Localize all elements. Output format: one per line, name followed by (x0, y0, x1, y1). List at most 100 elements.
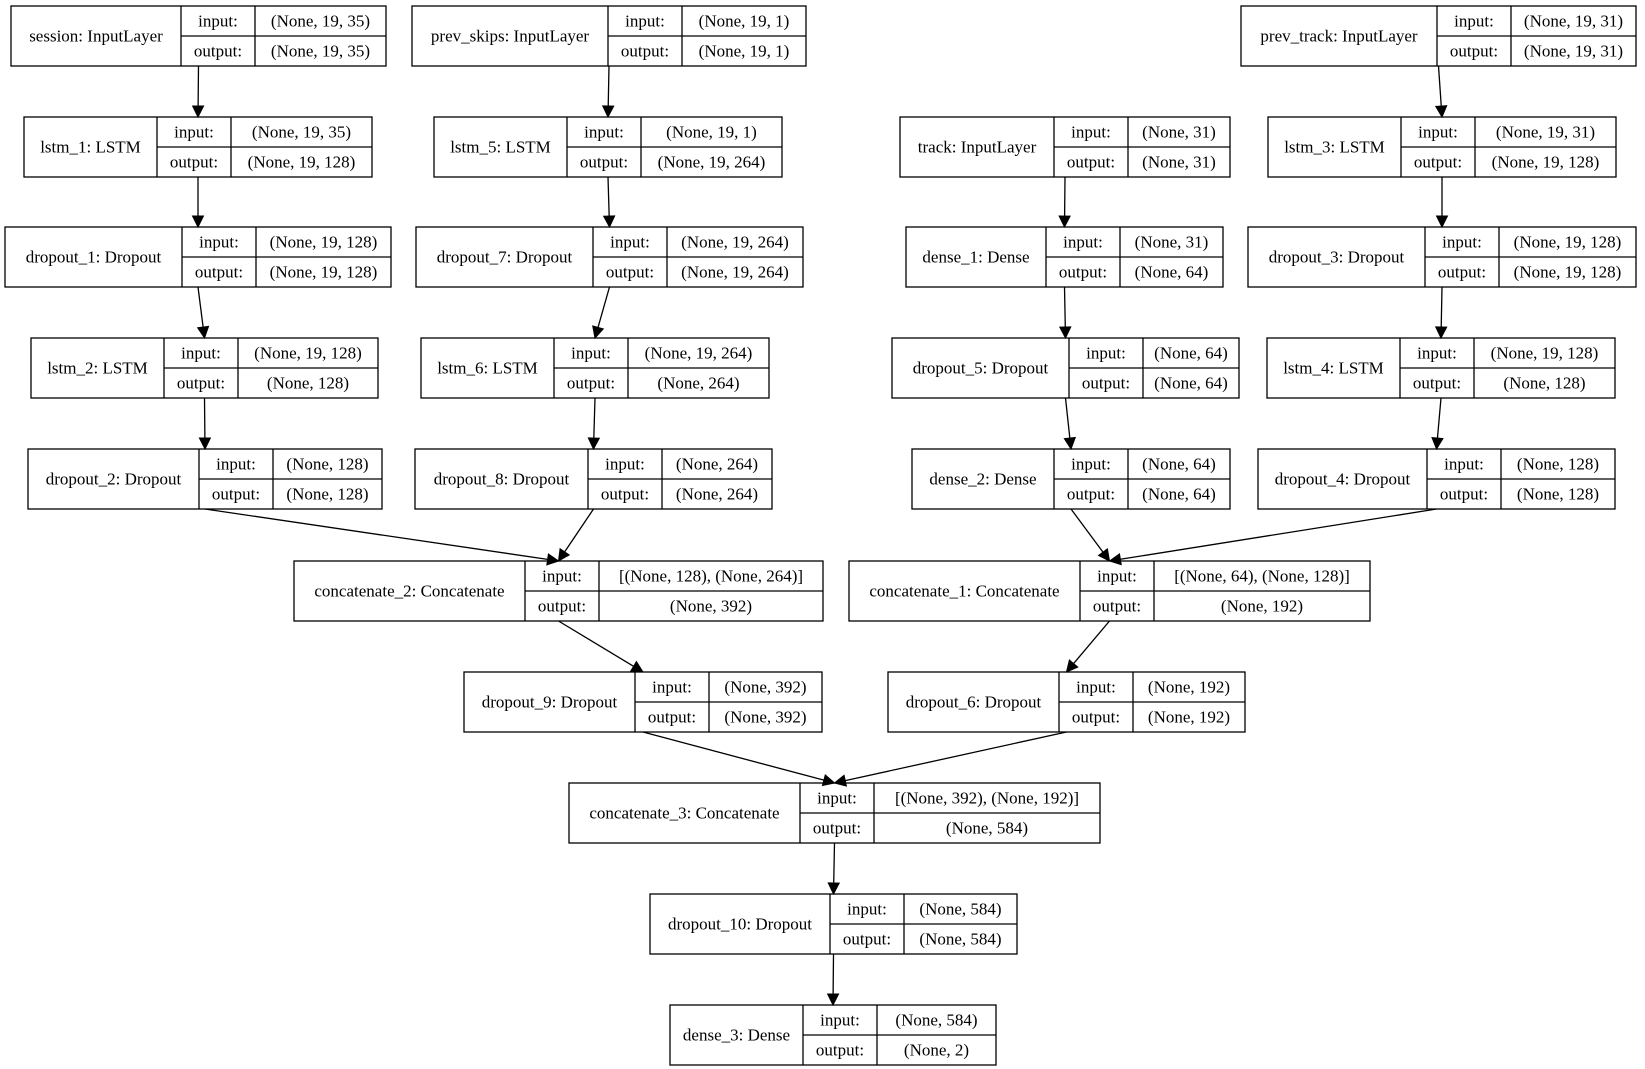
input-label: input: (584, 123, 624, 142)
arrow-head (198, 437, 212, 451)
output-shape: (None, 19, 264) (681, 263, 789, 282)
input-shape: (None, 19, 1) (699, 12, 790, 31)
edge-line (833, 842, 836, 884)
layer-name: dropout_2: Dropout (46, 470, 182, 489)
arrow-head (1434, 105, 1448, 119)
output-shape: (None, 584) (946, 819, 1028, 838)
input-label: input: (1071, 123, 1111, 142)
input-shape: (None, 64) (1142, 455, 1216, 474)
input-label: input: (542, 567, 582, 586)
input-shape: (None, 19, 31) (1496, 123, 1595, 142)
arrow-head (827, 882, 841, 896)
input-shape: (None, 128) (286, 455, 368, 474)
edge-line (1070, 508, 1104, 553)
input-shape: (None, 392) (724, 678, 806, 697)
output-label: output: (648, 708, 696, 727)
arrow-head (602, 215, 616, 229)
edge-dropout-10-to-dense-3 (826, 953, 840, 1007)
layer-name: concatenate_2: Concatenate (314, 582, 504, 601)
input-label: input: (1444, 455, 1484, 474)
input-label: input: (1442, 233, 1482, 252)
input-shape: (None, 19, 128) (1514, 233, 1622, 252)
arrow-head (546, 553, 560, 566)
edge-line (607, 176, 610, 217)
layer-name: lstm_5: LSTM (450, 138, 551, 157)
output-shape: (None, 64) (1154, 374, 1228, 393)
output-shape: (None, 19, 128) (248, 153, 356, 172)
layer-name: concatenate_3: Concatenate (589, 804, 779, 823)
input-shape: [(None, 64), (None, 128)] (1174, 567, 1350, 586)
edge-line (1440, 286, 1443, 328)
output-label: output: (1414, 153, 1462, 172)
output-shape: (None, 19, 35) (271, 42, 370, 61)
edges-layer (191, 65, 1449, 1007)
output-label: output: (601, 485, 649, 504)
edge-session-to-lstm-1 (191, 65, 205, 119)
layer-name: dropout_6: Dropout (906, 693, 1042, 712)
arrow-head (1063, 436, 1077, 451)
output-label: output: (538, 597, 586, 616)
output-shape: (None, 19, 264) (658, 153, 766, 172)
output-shape: (None, 19, 31) (1524, 42, 1623, 61)
edge-dropout-2-to-concatenate-2 (204, 508, 560, 566)
output-shape: (None, 392) (670, 597, 752, 616)
input-label: input: (1454, 12, 1494, 31)
input-shape: (None, 192) (1148, 678, 1230, 697)
layer-name: prev_skips: InputLayer (431, 27, 589, 46)
output-label: output: (1072, 708, 1120, 727)
arrow-head (1065, 659, 1079, 673)
input-shape: (None, 19, 128) (270, 233, 378, 252)
output-label: output: (813, 819, 861, 838)
output-label: output: (567, 374, 615, 393)
input-shape: (None, 584) (895, 1011, 977, 1030)
output-label: output: (195, 263, 243, 282)
input-label: input: (216, 455, 256, 474)
arrow-head (191, 215, 205, 229)
arrow-head (1058, 326, 1072, 340)
edge-lstm-3-to-dropout-3 (1435, 177, 1449, 229)
edge-line (204, 508, 548, 561)
input-label: input: (820, 1011, 860, 1030)
input-shape: (None, 128) (1517, 455, 1599, 474)
edge-lstm-4-to-dropout-4 (1431, 397, 1444, 451)
layer-name: lstm_3: LSTM (1284, 138, 1385, 157)
layer-node-prev-skips: prev_skips: InputLayerinput:output:(None… (411, 5, 807, 67)
edge-line (1436, 397, 1442, 439)
layer-node-prev-track: prev_track: InputLayerinput:output:(None… (1240, 5, 1637, 67)
layer-name: dense_2: Dense (929, 470, 1036, 489)
arrow-head (587, 437, 601, 451)
edge-line (564, 508, 595, 553)
output-label: output: (194, 42, 242, 61)
layer-name: lstm_2: LSTM (47, 359, 148, 378)
layer-name: lstm_6: LSTM (437, 359, 538, 378)
edge-line (1120, 508, 1437, 560)
arrow-head (1435, 215, 1449, 229)
layer-name: dropout_4: Dropout (1275, 470, 1411, 489)
layer-node-concatenate-2: concatenate_2: Concatenate input: output: [… (293, 560, 824, 622)
input-shape: (None, 264) (676, 455, 758, 474)
output-label: output: (1450, 42, 1498, 61)
edge-dropout-4-to-concatenate-1 (1108, 508, 1437, 566)
output-label: output: (580, 153, 628, 172)
input-shape: [(None, 392), (None, 192)] (895, 789, 1079, 808)
input-shape: [(None, 128), (None, 264)] (619, 567, 803, 586)
input-shape: (None, 584) (919, 900, 1001, 919)
layer-name: dense_1: Dense (922, 248, 1029, 267)
edge-dropout-7-to-lstm-6 (592, 286, 611, 340)
arrow-head (1108, 552, 1122, 566)
arrow-head (601, 105, 615, 119)
arrow-head (557, 547, 571, 562)
layer-name: dropout_3: Dropout (1269, 248, 1405, 267)
edge-dense-1-to-dropout-5 (1058, 286, 1072, 340)
edge-lstm-2-to-dropout-2 (198, 397, 212, 451)
layer-name: lstm_1: LSTM (40, 138, 141, 157)
